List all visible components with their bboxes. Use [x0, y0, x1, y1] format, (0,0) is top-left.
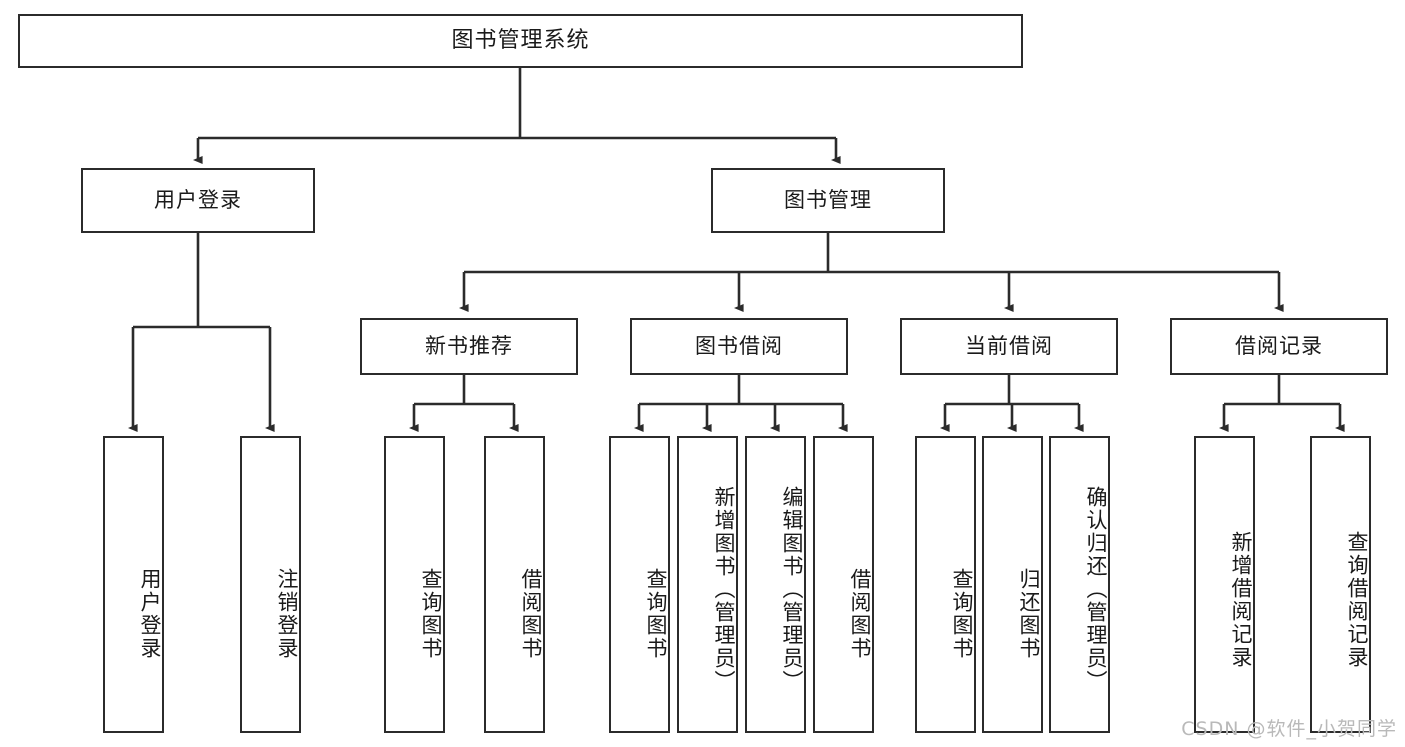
- leaf-book-borrow-add-book-admin[interactable]: 新增图书（管理员）: [677, 436, 738, 733]
- leaf-new-book-query-book[interactable]: 查询图书: [384, 436, 445, 733]
- node-root-book-management-system[interactable]: 图书管理系统: [18, 14, 1023, 68]
- node-borrow-record[interactable]: 借阅记录: [1170, 318, 1388, 375]
- leaf-current-borrow-confirm-return-admin[interactable]: 确认归还（管理员）: [1049, 436, 1110, 733]
- node-label: 注销登录: [275, 567, 299, 660]
- leaf-user-login-logout[interactable]: 注销登录: [240, 436, 301, 733]
- leaf-new-book-borrow-book[interactable]: 借阅图书: [484, 436, 545, 733]
- leaf-book-borrow-edit-book-admin[interactable]: 编辑图书（管理员）: [745, 436, 806, 733]
- node-book-management[interactable]: 图书管理: [711, 168, 945, 233]
- node-label: 借阅图书: [519, 567, 543, 660]
- node-label: 用户登录: [138, 567, 162, 660]
- node-label: 查询图书: [950, 567, 974, 660]
- leaf-current-borrow-return-book[interactable]: 归还图书: [982, 436, 1043, 733]
- node-label: 借阅记录: [1235, 333, 1323, 358]
- node-label: 查询图书: [644, 567, 668, 660]
- node-label: 新增借阅记录: [1229, 530, 1253, 669]
- node-book-borrow[interactable]: 图书借阅: [630, 318, 848, 375]
- leaf-book-borrow-borrow-book[interactable]: 借阅图书: [813, 436, 874, 733]
- node-label: 图书管理: [784, 187, 872, 212]
- node-label: 归还图书: [1017, 567, 1041, 660]
- node-label: 图书借阅: [695, 333, 783, 358]
- node-new-book-recommend[interactable]: 新书推荐: [360, 318, 578, 375]
- leaf-user-login-login[interactable]: 用户登录: [103, 436, 164, 733]
- csdn-watermark: CSDN @软件_小贺同学: [1181, 718, 1397, 740]
- node-label: 用户登录: [154, 187, 242, 212]
- node-label: 新增图书（管理员）: [712, 486, 736, 693]
- node-current-borrow[interactable]: 当前借阅: [900, 318, 1118, 375]
- node-user-login[interactable]: 用户登录: [81, 168, 315, 233]
- node-label: 新书推荐: [425, 333, 513, 358]
- node-label: 借阅图书: [848, 567, 872, 660]
- leaf-book-borrow-query-book[interactable]: 查询图书: [609, 436, 670, 733]
- node-label: 编辑图书（管理员）: [780, 486, 804, 693]
- leaf-borrow-record-query-record[interactable]: 查询借阅记录: [1310, 436, 1371, 733]
- node-label: 图书管理系统: [451, 27, 590, 53]
- node-label: 确认归还（管理员）: [1084, 486, 1108, 693]
- node-label: 查询借阅记录: [1345, 530, 1369, 669]
- leaf-current-borrow-query-book[interactable]: 查询图书: [915, 436, 976, 733]
- node-label: 当前借阅: [965, 333, 1053, 358]
- node-label: 查询图书: [419, 567, 443, 660]
- leaf-borrow-record-add-record[interactable]: 新增借阅记录: [1194, 436, 1255, 733]
